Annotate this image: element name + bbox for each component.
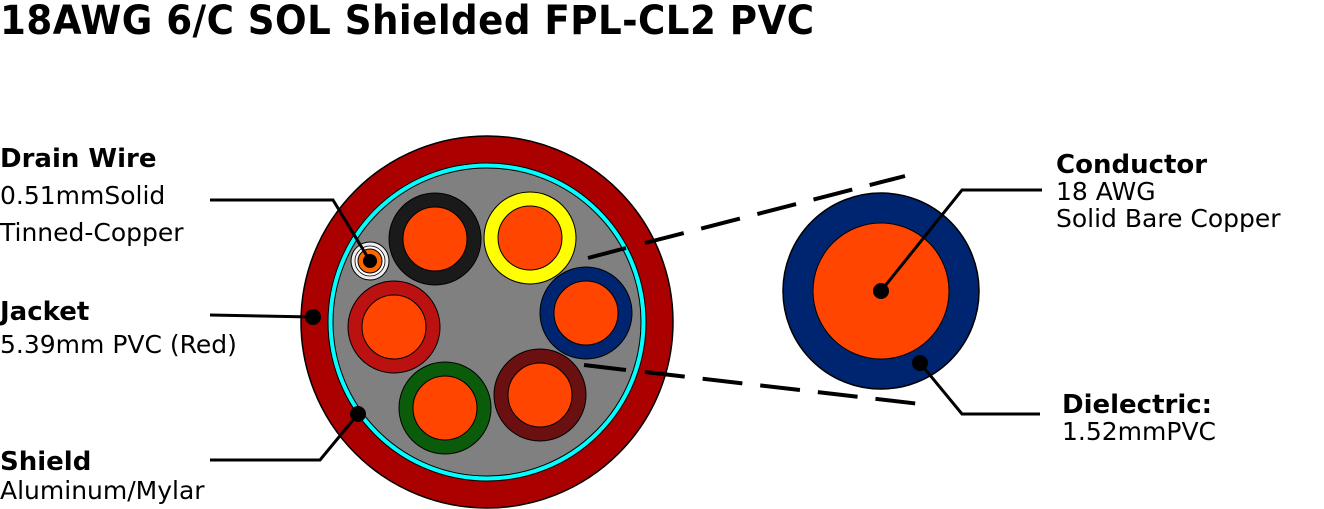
conductor-red: [347, 280, 441, 374]
drain-wire-heading: Drain Wire: [0, 144, 157, 174]
jacket-spec: 5.39mm PVC (Red): [0, 329, 237, 359]
conductor-heading: Conductor: [1056, 150, 1208, 180]
label-shield: Shield Aluminum/Mylar: [0, 446, 205, 506]
label-conductor: Conductor 18 AWG Solid Bare Copper: [1056, 150, 1281, 233]
dielectric-spec: 1.52mmPVC: [1062, 417, 1217, 447]
drain-wire-material: Tinned-Copper: [0, 217, 184, 247]
zoom-projection-lines: [583, 174, 921, 406]
conductor-yellow: [483, 191, 577, 285]
conductor-green: [398, 361, 492, 455]
drain-wire-size: 0.51mmSolid: [0, 180, 166, 210]
conductor-blue: [539, 266, 633, 360]
leader-conductor: [873, 188, 1042, 299]
shield-material: Aluminum/Mylar: [0, 475, 205, 505]
conductor-brown: [493, 348, 587, 442]
conductor-material: Solid Bare Copper: [1056, 203, 1281, 233]
conductor-black: [388, 192, 482, 286]
leader-jacket: [209, 309, 321, 325]
leader-shield: [210, 406, 366, 462]
leader-drain-wire: [210, 198, 377, 268]
dielectric-heading: Dielectric:: [1062, 390, 1213, 420]
jacket-heading: Jacket: [0, 297, 90, 327]
label-dielectric: Dielectric: 1.52mmPVC: [1062, 390, 1217, 447]
leader-dielectric: [912, 355, 1040, 416]
page-title: 18AWG 6/C SOL Shielded FPL-CL2 PVC: [0, 0, 815, 44]
label-jacket: Jacket 5.39mm PVC (Red): [0, 296, 237, 360]
shield-heading: Shield: [0, 447, 92, 477]
label-drain-wire: Drain Wire 0.51mmSolid Tinned-Copper: [0, 143, 184, 248]
conductor-gauge: 18 AWG: [1056, 177, 1156, 207]
